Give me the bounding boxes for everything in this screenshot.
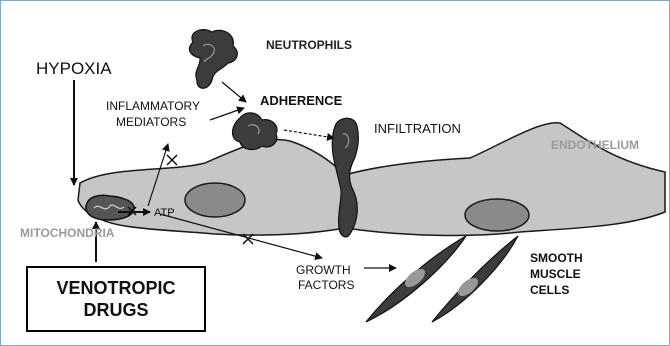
label-factors: FACTORS — [298, 278, 354, 292]
neutrophil-top — [189, 30, 237, 89]
label-inflammatory: INFLAMMATORY — [106, 99, 200, 113]
label-adherence: ADHERENCE — [260, 93, 343, 108]
venotropic-drugs-box: VENOTROPIC DRUGS — [26, 266, 206, 332]
drugs-box-line1: VENOTROPIC — [56, 277, 175, 299]
label-endothelium: ENDOTHELIUM — [551, 138, 639, 152]
neutrophil-adherent — [233, 113, 278, 150]
label-atp: ATP — [154, 207, 175, 219]
nucleus-left — [185, 183, 245, 217]
label-mediators: MEDIATORS — [116, 115, 186, 129]
label-hypoxia: HYPOXIA — [36, 59, 112, 78]
drugs-box-line2: DRUGS — [83, 299, 148, 321]
label-muscle: MUSCLE — [530, 267, 581, 281]
nucleus-right — [465, 199, 529, 231]
label-smooth: SMOOTH — [530, 251, 583, 265]
label-infiltration: INFILTRATION — [374, 121, 461, 136]
inhibition-cross-mediators — [167, 155, 177, 165]
adherence-infiltration-arrow — [284, 130, 334, 138]
label-cells: CELLS — [530, 283, 569, 297]
label-growth: GROWTH — [296, 263, 351, 277]
label-mitochondria: MITOCHONDRIA — [20, 226, 115, 240]
label-neutrophils: NEUTROPHILS — [266, 38, 352, 52]
neutrophil-adherence-arrow — [222, 82, 246, 102]
